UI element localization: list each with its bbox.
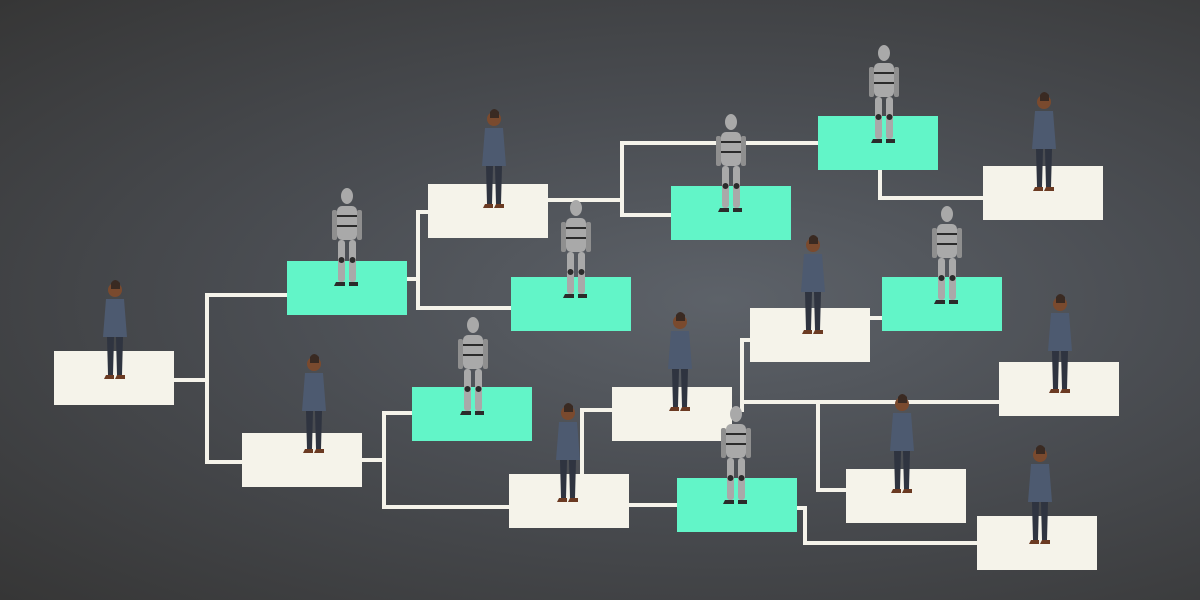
node-light (612, 387, 732, 441)
node-teal (412, 387, 532, 441)
flow-nodes (54, 116, 1119, 570)
node-teal (671, 186, 791, 240)
node-light (242, 433, 362, 487)
node-teal (287, 261, 407, 315)
node-teal (677, 478, 797, 532)
node-light (983, 166, 1103, 220)
